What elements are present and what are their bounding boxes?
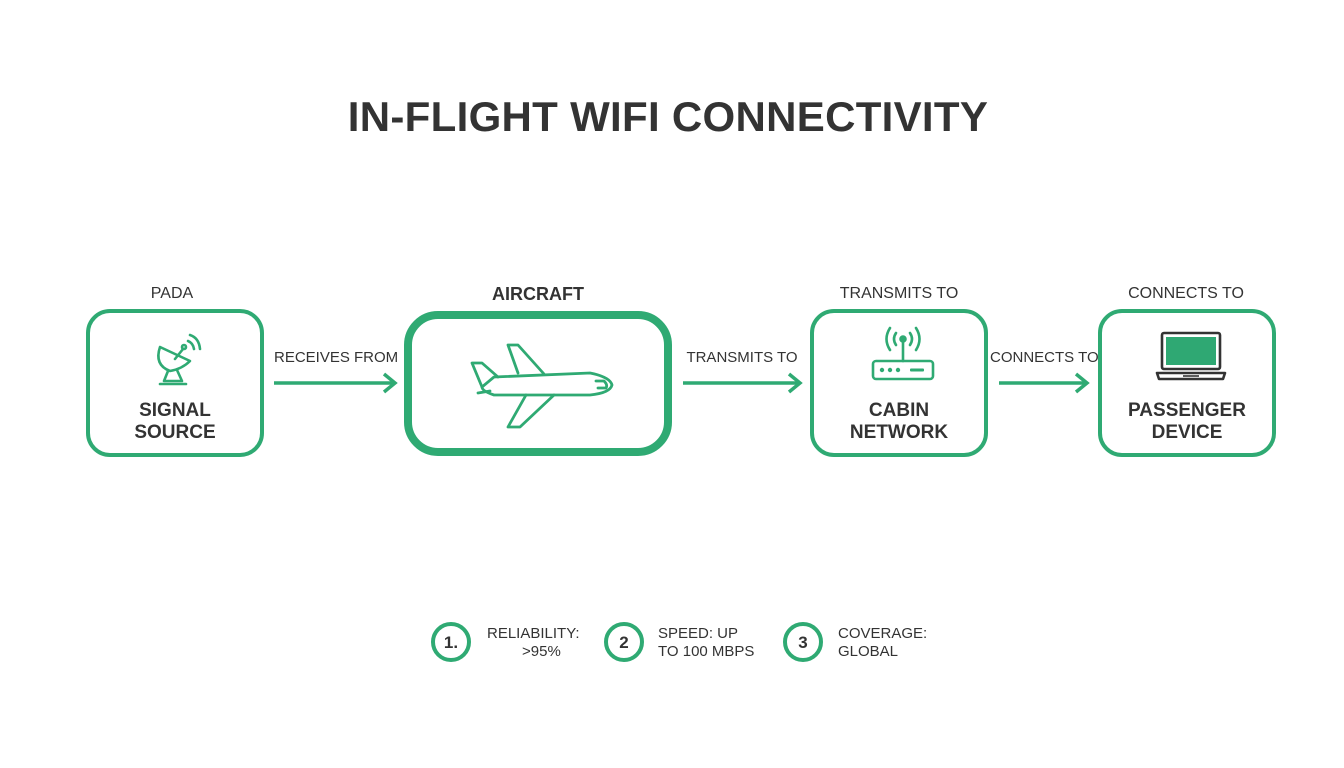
stat-reliability-line1: RELIABILITY: [487,625,580,642]
satellite-dish-icon [157,333,202,386]
stat-speed-line2: TO 100 MBPS [658,643,755,660]
passenger-device-line2: DEVICE [1151,422,1223,443]
aircraft-node [404,311,672,456]
signal-source-line1: SIGNAL [139,400,211,421]
wifi-router-icon [871,326,935,381]
signal-source-top-label: PADA [150,285,194,302]
cabin-network-line1: CABIN [868,400,930,421]
cabin-network-top-label: TRANSMITS TO [839,285,959,302]
edge-label-receives-from: RECEIVES FROM [274,349,399,366]
arrow-network-to-device [999,372,1090,394]
stat-reliability-line2: >95% [522,643,561,660]
cabin-network-node: CABIN NETWORK [810,309,988,457]
edge-label-transmits-to: TRANSMITS TO [686,349,798,366]
aircraft-top-label: AIRCRAFT [492,284,584,304]
arrow-aircraft-to-network [683,372,803,394]
stat-coverage-line2: GLOBAL [838,643,899,660]
stat-badge-reliability: 1. [431,622,471,662]
edge-label-connects-to: CONNECTS TO [990,349,1099,366]
laptop-icon [1155,331,1227,381]
signal-source-node: SIGNAL SOURCE [86,309,264,457]
stat-coverage-line1: COVERAGE: [838,625,928,642]
stat-badge-coverage: 3 [783,622,823,662]
signal-source-line2: SOURCE [134,422,216,443]
passenger-device-node: PASSENGER DEVICE [1098,309,1276,457]
diagram-title: IN-FLIGHT WIFI CONNECTIVITY [347,93,989,140]
cabin-network-line2: NETWORK [849,422,949,443]
arrow-source-to-aircraft [274,372,398,394]
stat-badge-speed: 2 [604,622,644,662]
passenger-device-top-label: CONNECTS TO [1128,285,1244,302]
stat-speed-line1: SPEED: UP [658,625,739,642]
passenger-device-line1: PASSENGER [1128,400,1246,421]
airplane-icon [470,343,614,429]
